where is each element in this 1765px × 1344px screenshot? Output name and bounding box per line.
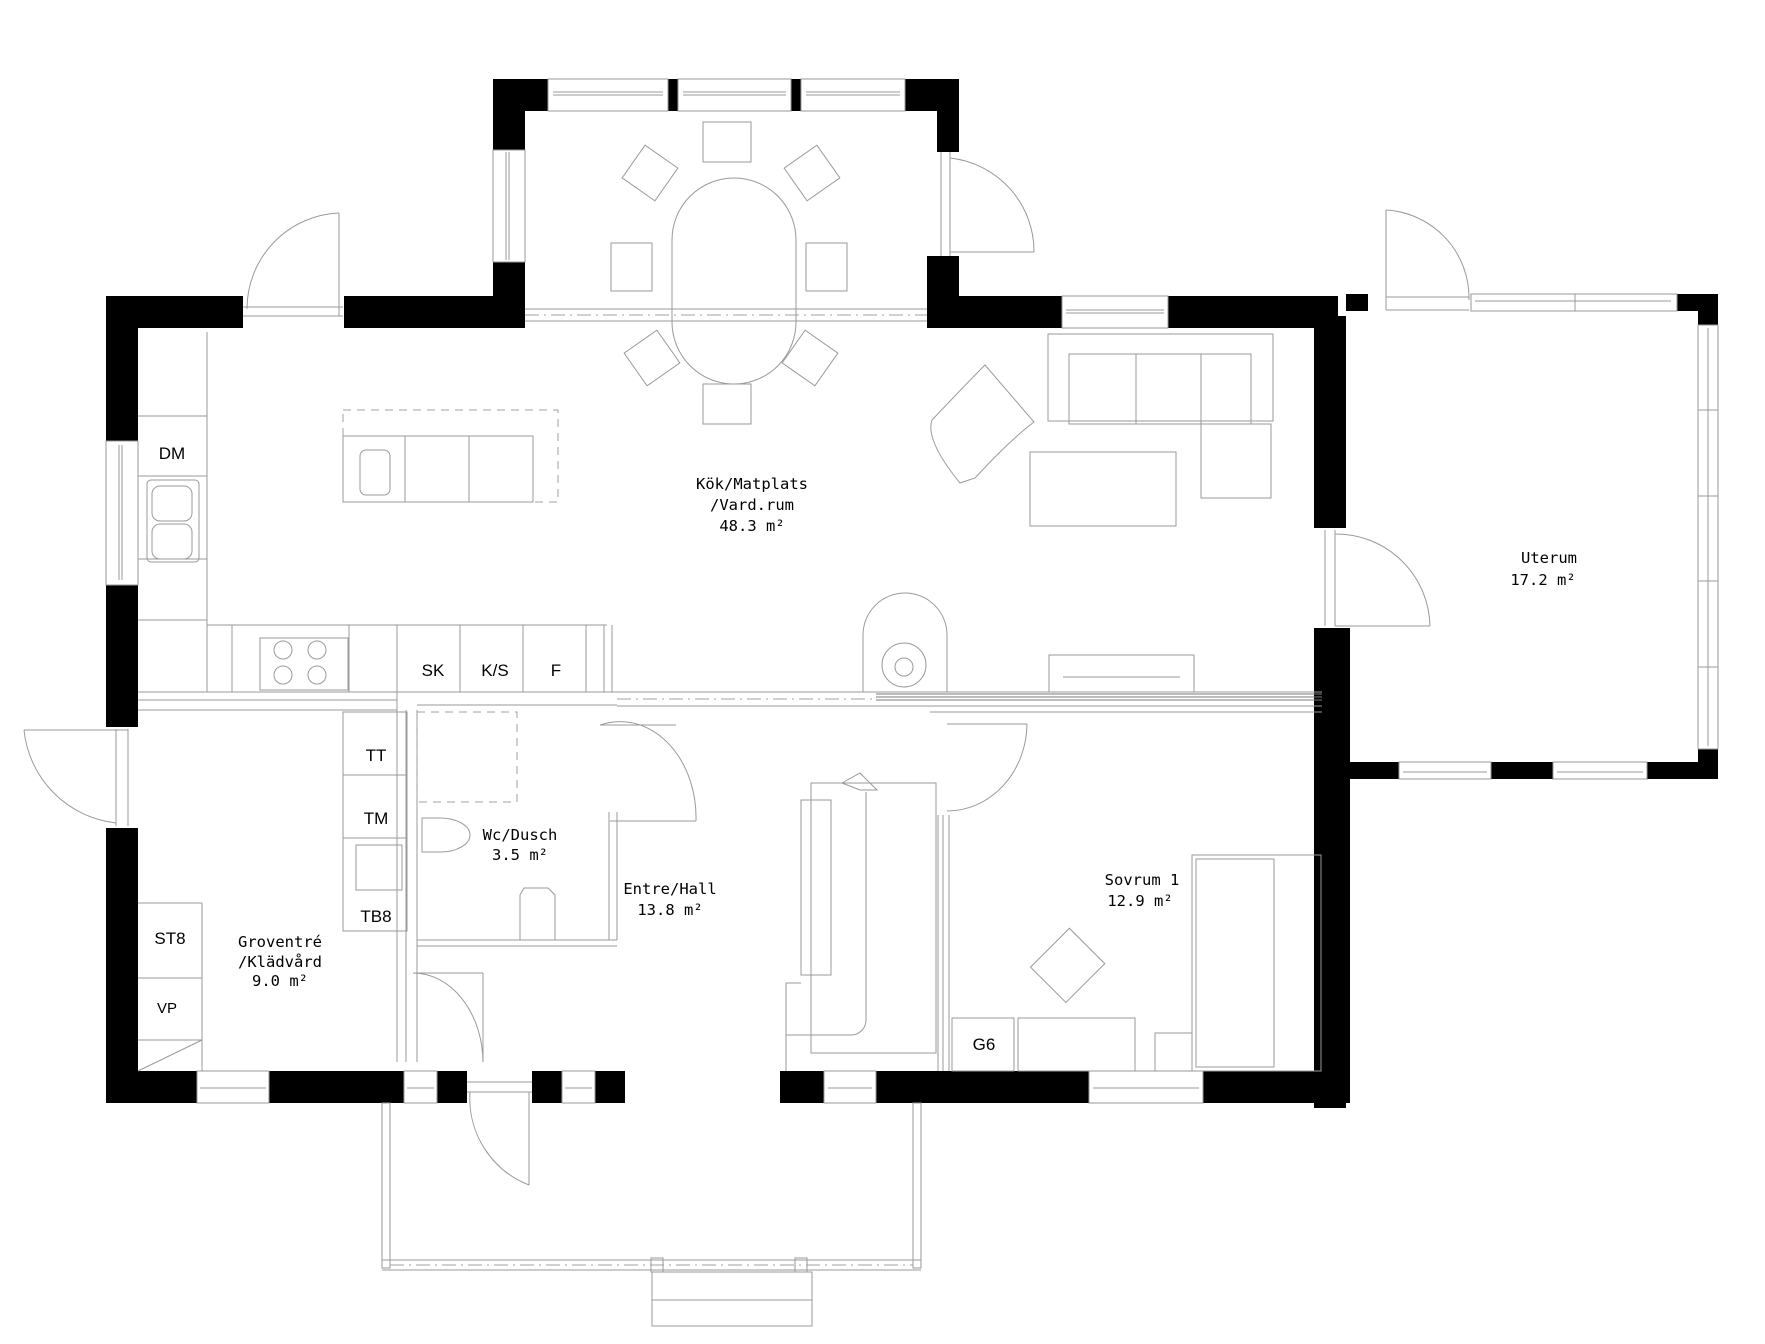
room-name-wc: Wc/Dusch [483, 826, 558, 844]
sofa-chaise [1200, 423, 1272, 499]
room-area-uterum: 17.2 m² [1510, 571, 1575, 589]
furniture [137, 121, 1322, 1072]
room-area-groventre: 9.0 m² [252, 972, 308, 990]
washbasin [519, 887, 556, 941]
fixture-tt: TT [366, 746, 387, 765]
fixture-vp: VP [157, 1000, 177, 1017]
fixture-dm: DM [159, 444, 185, 463]
bed [1191, 854, 1322, 1072]
windows [105, 78, 1719, 1104]
chair [621, 144, 679, 202]
room-name-kok-2: /Vard.rum [710, 496, 794, 514]
fixture-labels: DM SK K/S F TT TM TB8 ST8 VP G6 [154, 444, 995, 1054]
fixture-g6: G6 [973, 1035, 996, 1054]
fireplace [862, 592, 948, 692]
room-area-wc: 3.5 m² [492, 846, 548, 864]
room-labels: Kök/Matplats /Vard.rum 48.3 m² Uterum 17… [238, 475, 1577, 990]
tv-bench [1048, 654, 1195, 693]
desk [1017, 1017, 1136, 1072]
fixture-f: F [551, 661, 561, 680]
fixture-sk: SK [422, 661, 445, 680]
room-area-entre: 13.8 m² [637, 901, 702, 919]
exterior-walls [106, 79, 1718, 1108]
coffee-table [1029, 451, 1177, 527]
room-area-kok: 48.3 m² [719, 517, 784, 535]
sofa [1047, 333, 1274, 422]
fixture-ks: K/S [481, 661, 508, 680]
chair [783, 144, 841, 202]
room-name-groventre: Groventré [238, 933, 322, 951]
room-name-groventre-2: /Klädvård [238, 953, 322, 971]
room-name-uterum: Uterum [1521, 549, 1577, 567]
partitions [138, 308, 1322, 1327]
chair [781, 329, 839, 387]
room-area-sovrum1: 12.9 m² [1107, 892, 1172, 910]
room-name-entre: Entre/Hall [623, 880, 716, 898]
fixture-tm: TM [364, 809, 389, 828]
armchair [930, 364, 1035, 484]
doors [23, 152, 1470, 1186]
chair [623, 329, 681, 387]
dining-table [671, 177, 797, 385]
chair [805, 242, 848, 292]
chair [702, 383, 752, 425]
fixture-st8: ST8 [154, 929, 185, 948]
fixture-tb8: TB8 [360, 907, 391, 926]
nightstand [1154, 1032, 1193, 1072]
toilet [421, 817, 471, 853]
desk-chair [1029, 927, 1106, 1004]
room-name-sovrum1: Sovrum 1 [1105, 871, 1180, 889]
chair [702, 121, 752, 163]
room-name-kok: Kök/Matplats [696, 475, 808, 493]
chair [610, 242, 653, 292]
